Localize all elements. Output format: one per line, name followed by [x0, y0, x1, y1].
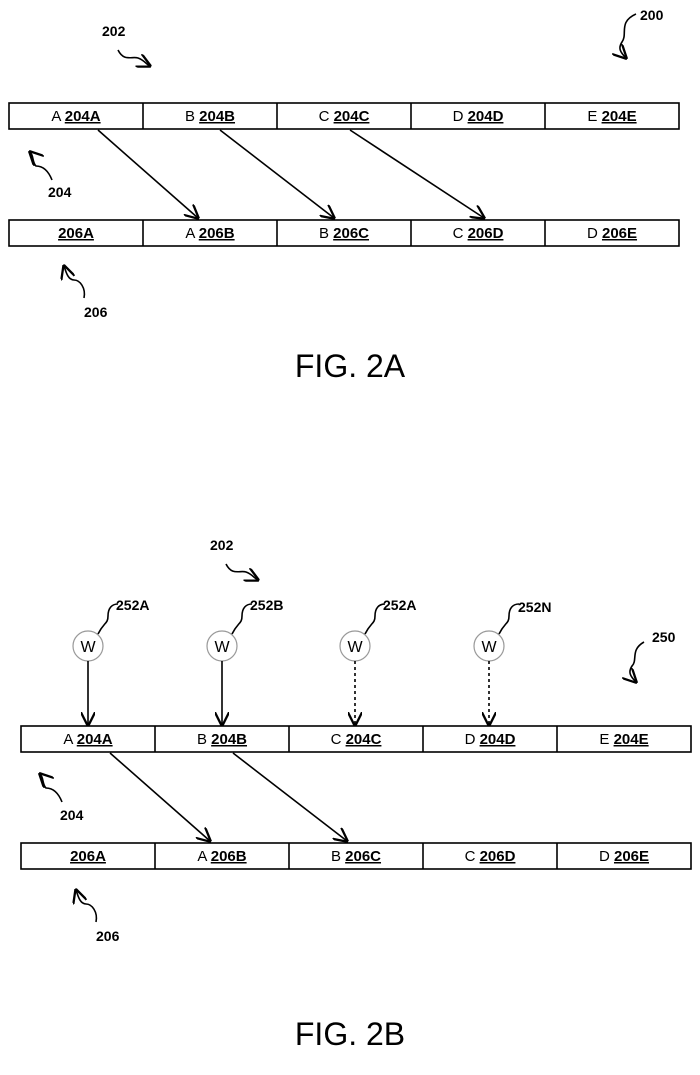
cell-206d: C 206D [453, 225, 504, 242]
writer-252n: W 252N [473, 599, 551, 725]
squiggle-leader-206 [64, 266, 86, 299]
squiggle-leader-202 [225, 563, 258, 580]
figure-2a-drawing: 202 200 204 206 A 204A B 204B C 204C [8, 7, 680, 320]
ref-label-202: 202 [210, 537, 234, 553]
writer-ref-label: 252N [518, 599, 551, 615]
squiggle-leader-204 [30, 152, 53, 181]
cell-206a: 206A [70, 848, 106, 865]
cell-204b: B 204B [185, 108, 235, 125]
shift-arrow-204a-to-206b [97, 129, 198, 218]
row-206: 206A A 206B B 206C C 206D D 206E [8, 219, 680, 247]
row-206-frame [20, 842, 692, 870]
writer-symbol: W [80, 639, 96, 656]
squiggle-leader-250 [630, 641, 645, 682]
cell-206c: B 206C [319, 225, 369, 242]
writer-leader [498, 603, 520, 635]
writer-252a: W 252A [72, 597, 149, 725]
squiggle-leader-206 [76, 890, 98, 923]
squiggle-leader-200 [620, 13, 637, 58]
writer-symbol: W [481, 639, 497, 656]
cell-204d: D 204D [453, 108, 504, 125]
shift-arrow-204a-to-206b [109, 752, 210, 841]
cell-206c: B 206C [331, 848, 381, 865]
ref-label-200: 200 [640, 7, 664, 23]
writer-symbol: W [347, 639, 363, 656]
figure-2b: 202 250 204 206 W 252A W 252B W 252A [0, 520, 700, 1075]
cell-204a: A 204A [63, 731, 112, 748]
figure-2a: 202 200 204 206 A 204A B 204B C 204C [0, 0, 700, 440]
row-206: 206A A 206B B 206C C 206D D 206E [20, 842, 692, 870]
cell-204a: A 204A [51, 108, 100, 125]
writer-leader [364, 603, 386, 635]
shift-arrow-204c-to-206d [349, 129, 484, 218]
writer-leader [231, 603, 253, 635]
ref-label-204: 204 [60, 807, 84, 823]
cell-204e: E 204E [587, 108, 636, 125]
squiggle-leader-204 [40, 774, 63, 803]
figure-caption: FIG. 2A [294, 348, 406, 384]
ref-label-250: 250 [652, 629, 676, 645]
cell-204c: C 204C [331, 731, 382, 748]
writer-ref-label: 252B [250, 597, 283, 613]
writer-leader [97, 603, 119, 635]
cell-206a: 206A [58, 225, 94, 242]
writer-ref-label: 252A [383, 597, 416, 613]
cell-204c: C 204C [319, 108, 370, 125]
cell-206b: A 206B [197, 848, 246, 865]
writer-252a-second: W 252A [339, 597, 416, 725]
row-204: A 204A B 204B C 204C D 204D E 204E [20, 725, 692, 753]
ref-label-206: 206 [84, 304, 108, 320]
shift-arrow-204b-to-206c [219, 129, 334, 218]
figure-2b-drawing: 202 250 204 206 W 252A W 252B W 252A [20, 537, 692, 944]
ref-label-206: 206 [96, 928, 120, 944]
cell-204d: D 204D [465, 731, 516, 748]
writer-ref-label: 252A [116, 597, 149, 613]
cell-206b: A 206B [185, 225, 234, 242]
row-204: A 204A B 204B C 204C D 204D E 204E [8, 102, 680, 130]
cell-206e: D 206E [587, 225, 637, 242]
row-204-frame [8, 102, 680, 130]
squiggle-leader-202 [117, 49, 150, 66]
shift-arrow-204b-to-206c [232, 752, 347, 841]
cell-204e: E 204E [599, 731, 648, 748]
cell-206e: D 206E [599, 848, 649, 865]
figure-caption: FIG. 2B [294, 1016, 406, 1052]
row-206-frame [8, 219, 680, 247]
writer-252b: W 252B [206, 597, 283, 725]
cell-204b: B 204B [197, 731, 247, 748]
ref-label-202: 202 [102, 23, 126, 39]
ref-label-204: 204 [48, 184, 72, 200]
row-204-frame [20, 725, 692, 753]
writer-symbol: W [214, 639, 230, 656]
cell-206d: C 206D [465, 848, 516, 865]
